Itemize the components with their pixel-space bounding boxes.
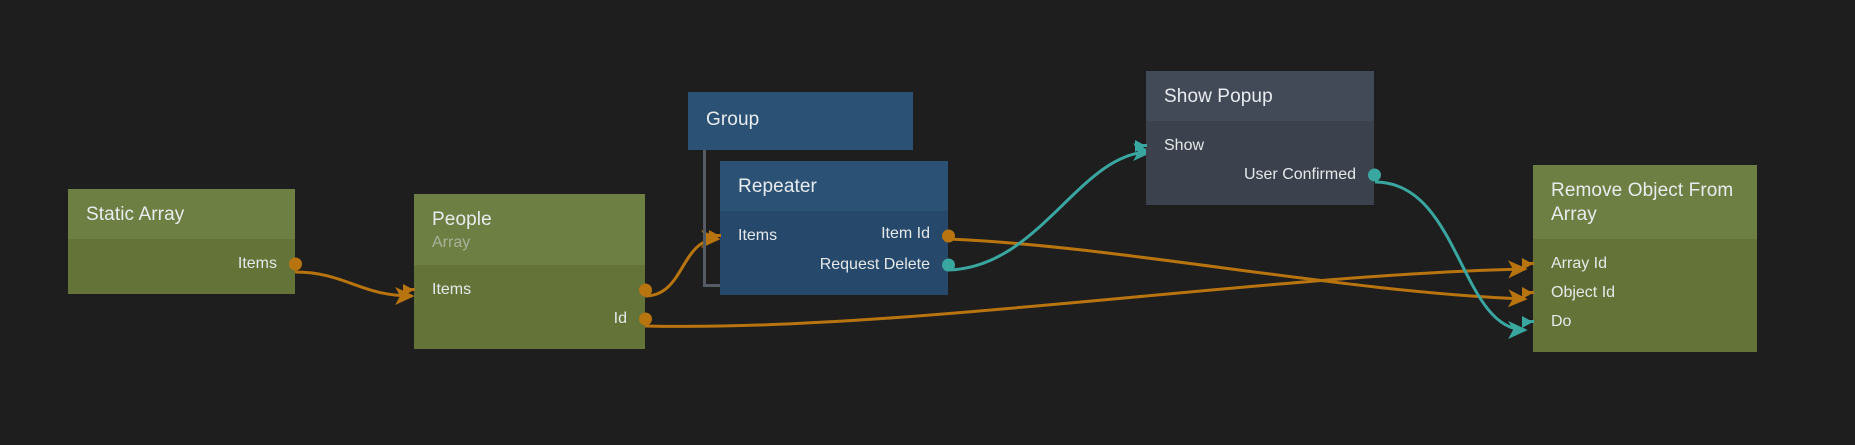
port-remove-object-id-in[interactable]: Object Id bbox=[1522, 278, 1757, 307]
output-port-dot-icon[interactable] bbox=[942, 229, 955, 242]
node-repeater[interactable]: Repeater Items Request Delete Item Id bbox=[709, 161, 955, 295]
port-label-user-confirmed-out: User Confirmed bbox=[1243, 165, 1356, 183]
port-label-array-id-in: Array Id bbox=[1551, 254, 1608, 272]
output-port-dot-icon[interactable] bbox=[289, 257, 302, 270]
node-remove-object-from-array[interactable]: Remove Object From Array Array Id Object… bbox=[1522, 165, 1757, 352]
output-port-dot-icon[interactable] bbox=[942, 258, 955, 271]
port-people-items[interactable]: Items bbox=[403, 275, 652, 304]
port-label-show-in: Show bbox=[1164, 136, 1205, 154]
node-static-array-header[interactable]: Static Array bbox=[68, 189, 295, 239]
port-label-request-delete-out: Request Delete bbox=[819, 255, 930, 273]
node-people-title: People bbox=[432, 209, 492, 230]
node-show-popup-body: Show User Confirmed bbox=[1135, 121, 1381, 205]
port-static-array-items-out[interactable]: Items bbox=[68, 249, 302, 278]
port-repeater-request-delete-out[interactable]: Request Delete bbox=[720, 250, 955, 279]
node-static-array[interactable]: Static Array Items bbox=[68, 189, 302, 294]
node-group-header[interactable]: Group bbox=[688, 92, 913, 150]
port-label-do-in: Do bbox=[1551, 312, 1572, 330]
node-static-array-title: Static Array bbox=[86, 204, 185, 225]
node-remove-object-from-array-title: Remove Object From Array bbox=[1551, 180, 1738, 225]
port-label-item-id-out: Item Id bbox=[881, 224, 930, 242]
node-group-title: Group bbox=[706, 109, 760, 130]
port-remove-array-id-in[interactable]: Array Id bbox=[1522, 249, 1757, 278]
node-repeater-header[interactable]: Repeater bbox=[720, 161, 948, 211]
output-port-dot-icon[interactable] bbox=[1368, 168, 1381, 181]
edge-static-array-items-to-people-items bbox=[294, 270, 415, 305]
port-repeater-items-in[interactable]: Items bbox=[709, 221, 955, 250]
node-remove-object-from-array-header[interactable]: Remove Object From Array bbox=[1533, 165, 1757, 239]
edge-show-popup-user-confirmed-to-remove-do bbox=[1374, 180, 1528, 339]
node-static-array-body: Items bbox=[68, 239, 302, 294]
port-label-id-out: Id bbox=[613, 309, 627, 327]
port-label-object-id-in: Object Id bbox=[1551, 283, 1616, 301]
port-people-id-out[interactable]: Id bbox=[414, 304, 652, 333]
node-group[interactable]: Group bbox=[688, 92, 913, 150]
node-show-popup[interactable]: Show Popup Show User Confirmed bbox=[1135, 71, 1381, 205]
node-people-subtitle: Array bbox=[432, 234, 471, 251]
input-port-arrow-icon[interactable] bbox=[1522, 315, 1534, 328]
node-people-body: Items Id bbox=[403, 265, 652, 349]
edge-people-items-to-repeater-items bbox=[644, 230, 721, 298]
port-label-items-out: Items bbox=[237, 254, 277, 272]
port-repeater-item-id-out-label[interactable]: Item Id bbox=[881, 219, 930, 248]
node-repeater-title: Repeater bbox=[738, 176, 817, 197]
input-port-arrow-icon[interactable] bbox=[403, 283, 415, 296]
port-show-popup-show-in[interactable]: Show bbox=[1135, 131, 1374, 160]
edge-repeater-request-delete-to-show-popup-show bbox=[947, 143, 1153, 272]
node-remove-object-from-array-body: Array Id Object Id Do bbox=[1522, 239, 1757, 352]
port-label-items-in: Items bbox=[738, 226, 778, 244]
output-port-dot-icon[interactable] bbox=[639, 283, 652, 296]
node-people-header[interactable]: People Array bbox=[414, 194, 645, 265]
input-port-arrow-icon[interactable] bbox=[1522, 257, 1534, 270]
node-people[interactable]: People Array Items Id bbox=[403, 194, 652, 349]
port-remove-do-in[interactable]: Do bbox=[1522, 307, 1757, 336]
node-show-popup-title: Show Popup bbox=[1164, 86, 1273, 107]
output-port-dot-icon[interactable] bbox=[639, 312, 652, 325]
edge-repeater-item-id-to-remove-object-id bbox=[947, 237, 1528, 308]
node-show-popup-header[interactable]: Show Popup bbox=[1146, 71, 1374, 121]
input-port-arrow-icon[interactable] bbox=[1135, 139, 1147, 152]
node-repeater-body: Items Request Delete bbox=[709, 211, 955, 295]
input-port-arrow-icon[interactable] bbox=[1522, 286, 1534, 299]
port-label-items-in: Items bbox=[432, 280, 472, 298]
port-show-popup-user-confirmed-out[interactable]: User Confirmed bbox=[1146, 160, 1381, 189]
input-port-arrow-icon[interactable] bbox=[709, 229, 721, 242]
